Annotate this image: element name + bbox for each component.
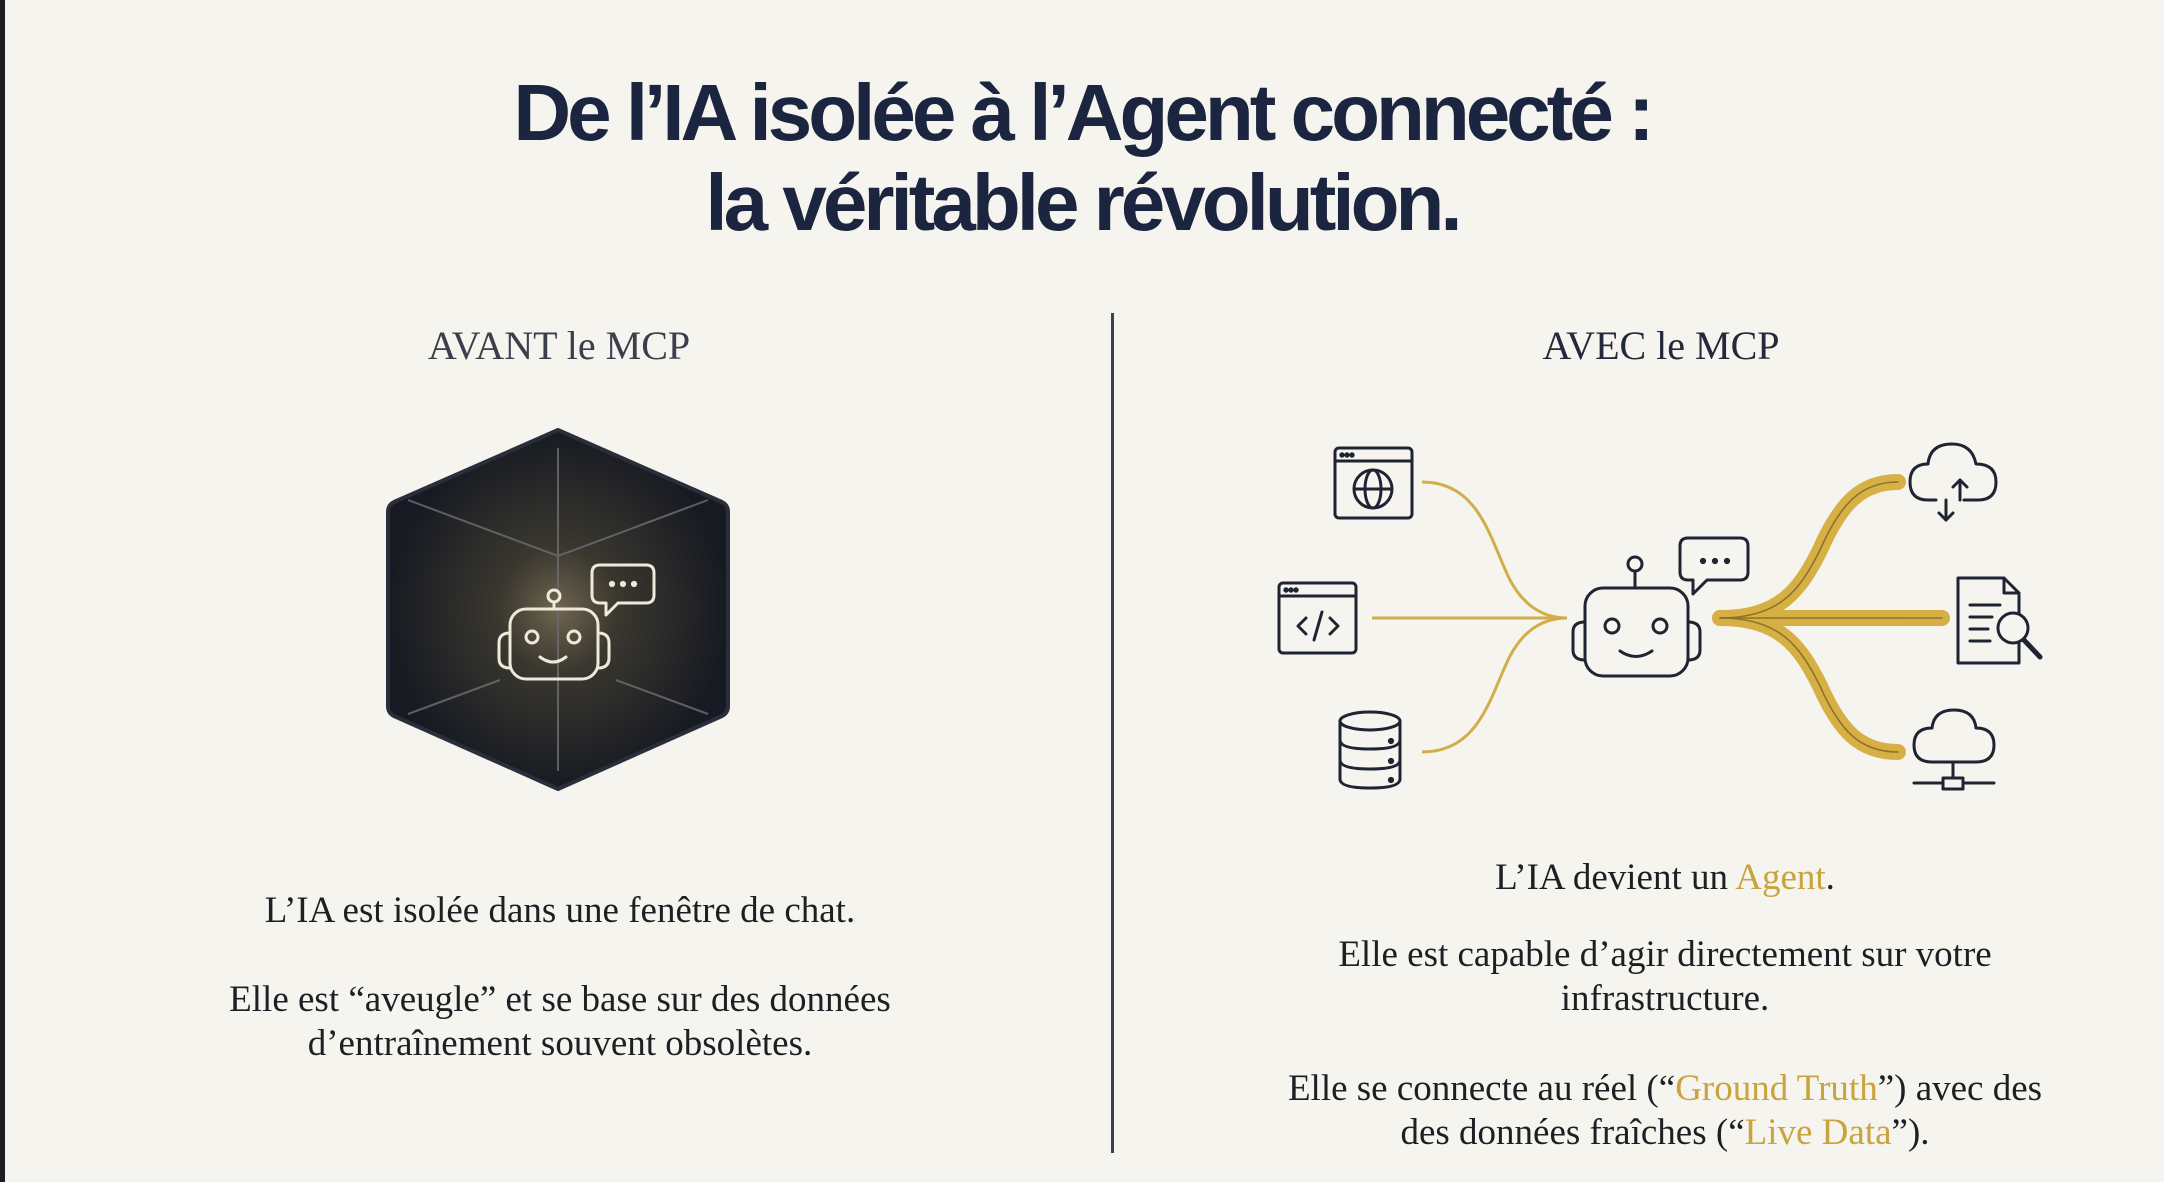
cloud-network-icon — [1912, 708, 1996, 791]
column-divider — [1111, 313, 1114, 1153]
isolated-cube — [386, 428, 730, 791]
document-search-icon — [1956, 576, 2043, 665]
agent-highlight: Agent — [1735, 857, 1826, 898]
ground-truth-highlight: Ground Truth — [1675, 1068, 1878, 1109]
browser-globe-icon — [1333, 446, 1414, 520]
after-paragraph-3-line-1: Elle se connecte au réel (“Ground Truth”… — [1287, 1068, 2043, 1109]
live-data-highlight: Live Data — [1744, 1112, 1892, 1153]
agent-chat-bubble-icon — [1678, 536, 1750, 596]
before-paragraph-2-line-1: Elle est “aveugle” et se base sur des do… — [229, 979, 891, 1020]
before-paragraph-1: L’IA est isolée dans une fenêtre de chat… — [264, 890, 856, 931]
title-line-2: la véritable révolution. — [705, 158, 1462, 247]
robot-icon — [497, 588, 611, 681]
after-paragraph-3-line-2: des données fraîches (“Live Data”). — [1400, 1112, 1930, 1153]
chat-bubble-icon — [590, 563, 656, 617]
title-line-1: De l’IA isolée à l’Agent connecté : — [513, 68, 1654, 157]
left-window-edge — [0, 0, 5, 1182]
agent-robot-icon — [1571, 555, 1702, 678]
after-paragraph-2-line-1: Elle est capable d’agir directement sur … — [1338, 934, 1992, 975]
slide-title: De l’IA isolée à l’Agent connecté : la v… — [0, 68, 2164, 248]
database-icon — [1338, 710, 1402, 790]
browser-code-icon — [1277, 581, 1358, 655]
before-paragraph-2-line-2: d’entraînement souvent obsolètes. — [307, 1023, 813, 1064]
heading-with-mcp: AVEC le MCP — [1542, 323, 1780, 368]
thick-output-connectors — [1712, 474, 1950, 760]
after-paragraph-1: L’IA devient un Agent. — [1495, 857, 1835, 898]
after-paragraph-2-line-2: infrastructure. — [1560, 978, 1770, 1019]
thin-input-connectors — [1372, 480, 1568, 754]
cloud-sync-icon — [1908, 442, 1998, 522]
heading-before-mcp: AVANT le MCP — [427, 323, 691, 368]
